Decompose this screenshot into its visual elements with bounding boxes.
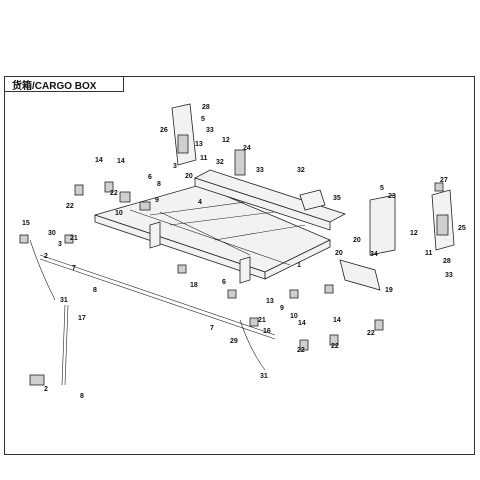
callout: 9 [155, 197, 159, 204]
mud-flap-19 [339, 259, 381, 291]
callout: 27 [440, 177, 448, 184]
title-box: 货箱/CARGO BOX [4, 76, 124, 92]
callout: 8 [80, 393, 84, 400]
hinge-assemblies [19, 149, 444, 386]
page-title: 货箱/CARGO BOX [12, 81, 97, 92]
callout: 19 [385, 287, 393, 294]
callout: 33 [445, 272, 453, 279]
callout: 35 [333, 195, 341, 202]
callout: 1 [297, 262, 301, 269]
callout: 4 [198, 199, 202, 206]
callout: 3 [58, 241, 62, 248]
right-tail-lamp-bracket [431, 189, 455, 251]
callout: 14 [95, 157, 103, 164]
callout: 25 [458, 225, 466, 232]
callout: 10 [290, 313, 298, 320]
callout: 31 [60, 297, 68, 304]
diagram-frame [4, 76, 475, 455]
left-tail-lamp-bracket [171, 103, 197, 166]
callout: 20 [185, 173, 193, 180]
callout: 8 [157, 181, 161, 188]
latch-lever-30 [29, 239, 56, 301]
callout: 11 [200, 155, 208, 162]
rear-crossbar [39, 254, 276, 340]
callout: 22 [66, 203, 74, 210]
callout: 13 [266, 298, 274, 305]
callout: 5 [380, 185, 384, 192]
callout: 15 [22, 220, 30, 227]
callout: 8 [93, 287, 97, 294]
latch-lever-31 [239, 319, 266, 371]
callout: 22 [110, 190, 118, 197]
callout: 16 [263, 328, 271, 335]
callout: 20 [335, 250, 343, 257]
callout: 2 [44, 386, 48, 393]
part-callouts: 28 26 5 33 13 12 11 24 32 33 3 6 20 8 14… [22, 104, 466, 400]
gas-strut-17 [61, 304, 69, 386]
callout: 17 [78, 315, 86, 322]
cargo-box-frame [93, 184, 331, 284]
callout: 30 [48, 230, 56, 237]
callout: 34 [370, 251, 378, 258]
callout: 33 [256, 167, 264, 174]
callout: 22 [297, 347, 305, 354]
callout: 32 [216, 159, 224, 166]
callout: 14 [333, 317, 341, 324]
callout: 7 [210, 325, 214, 332]
callout: 3 [173, 163, 177, 170]
callout: 14 [117, 158, 125, 165]
callout: 31 [260, 373, 268, 380]
callout: 5 [201, 116, 205, 123]
callout: 12 [410, 230, 418, 237]
right-side-bracket [369, 194, 396, 256]
callout: 6 [148, 174, 152, 181]
callout: 18 [190, 282, 198, 289]
callout: 24 [243, 145, 251, 152]
callout: 10 [115, 210, 123, 217]
callout: 2 [44, 253, 48, 260]
callout: 13 [195, 141, 203, 148]
callout: 33 [206, 127, 214, 134]
bracket-35 [299, 189, 326, 211]
callout: 11 [425, 250, 433, 257]
callout: 28 [443, 258, 451, 265]
callout: 14 [298, 320, 306, 327]
callout: 21 [258, 317, 266, 324]
callout: 7 [72, 265, 76, 272]
callout: 21 [70, 235, 78, 242]
callout: 26 [160, 127, 168, 134]
callout: 29 [230, 338, 238, 345]
callout: 22 [331, 343, 339, 350]
callout: 22 [367, 330, 375, 337]
callout: 20 [353, 237, 361, 244]
callout: 6 [222, 279, 226, 286]
callout: 12 [222, 137, 230, 144]
callout: 23 [388, 193, 396, 200]
callout: 9 [280, 305, 284, 312]
callout: 32 [297, 167, 305, 174]
callout: 28 [202, 104, 210, 111]
